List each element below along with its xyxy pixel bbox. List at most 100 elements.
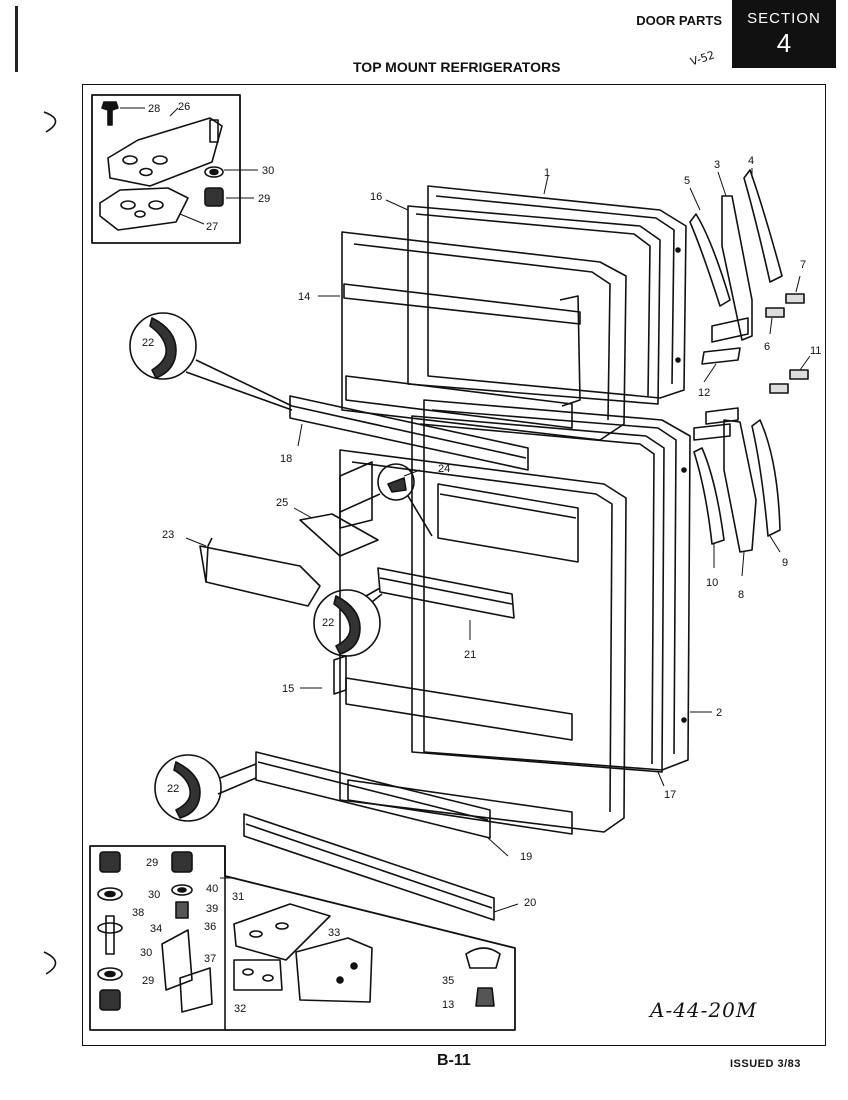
bottom-hinge-inset [89, 845, 516, 1031]
callout-26: 26 [178, 101, 190, 113]
fresh-food-shelf-trim [255, 751, 491, 839]
bushing-icon [204, 187, 224, 207]
section-number: 4 [776, 28, 792, 58]
callout-34: 34 [150, 923, 162, 935]
callout-29-lower-left: 29 [142, 975, 154, 987]
bottom-trim-strip [243, 813, 495, 921]
center-hinge-lower [179, 967, 213, 1013]
callout-3: 3 [714, 159, 720, 171]
bushing-icon [99, 989, 121, 1011]
leader-lines [185, 168, 811, 913]
fresh-handle-mid [723, 419, 757, 553]
section-box: SECTION 4 [732, 0, 836, 68]
freezer-handle-right [743, 169, 783, 283]
fresh-food-door-outer [423, 399, 691, 771]
upper-door-bin [437, 483, 579, 563]
callout-30-upper-left: 30 [148, 889, 160, 901]
callout-1: 1 [544, 167, 550, 179]
freezer-door-liner [341, 231, 627, 441]
issued-date: ISSUED 3/83 [730, 1058, 801, 1070]
callout-17: 17 [664, 789, 676, 801]
top-hinge-inset [91, 94, 258, 244]
callout-6: 6 [764, 341, 770, 353]
callout-12: 12 [698, 387, 710, 399]
bushing-icon [171, 851, 193, 873]
callout-23: 23 [162, 529, 174, 541]
binder-mark-top [43, 111, 57, 133]
callout-35: 35 [442, 975, 454, 987]
leveling-leg-icon [465, 947, 501, 969]
callout-20: 20 [524, 897, 536, 909]
detail-circle-upper [129, 312, 293, 411]
callout-24: 24 [438, 463, 450, 475]
bushing-icon [99, 851, 121, 873]
callout-39: 39 [206, 903, 218, 915]
callout-14: 14 [298, 291, 310, 303]
freezer-door-outer [427, 185, 687, 399]
bottom-hinge-shim [233, 959, 283, 991]
callout-22-middle: 22 [322, 617, 334, 629]
dairy-shelf-rail [377, 567, 515, 619]
butter-cover [299, 513, 379, 557]
freezer-handle-mid [721, 195, 753, 341]
callout-18: 18 [280, 453, 292, 465]
callout-29-top: 29 [258, 193, 270, 205]
callout-22-upper: 22 [142, 337, 154, 349]
freezer-bottom-trim [289, 395, 529, 471]
top-hinge-plate [107, 117, 223, 187]
callout-7: 7 [800, 259, 806, 271]
header-right: DOOR PARTS SECTION 4 [636, 0, 836, 68]
callout-32: 32 [234, 1003, 246, 1015]
callout-31: 31 [232, 891, 244, 903]
page-edge-mark [15, 6, 18, 72]
callout-36: 36 [204, 921, 216, 933]
top-hinge-shim [99, 187, 189, 231]
lower-shelf-rail [345, 677, 573, 741]
callout-25: 25 [276, 497, 288, 509]
callout-4: 4 [748, 155, 754, 167]
fresh-handle-right [751, 419, 781, 537]
callout-11: 11 [810, 345, 821, 357]
callout-37: 37 [204, 953, 216, 965]
callout-22-lower: 22 [167, 783, 179, 795]
fresh-handle-left [693, 447, 725, 545]
callout-38: 38 [132, 907, 144, 919]
callout-15: 15 [282, 683, 294, 695]
callout-30-top: 30 [262, 165, 274, 177]
callout-19: 19 [520, 851, 532, 863]
hinge-pin-shaft [105, 915, 115, 955]
detail-circle-middle [313, 587, 383, 657]
binder-mark-bottom [43, 951, 57, 975]
callout-29-upper-left: 29 [146, 857, 158, 869]
hinge-screw-icon [101, 101, 119, 126]
category-title: DOOR PARTS [636, 13, 722, 28]
screw-icon [475, 987, 495, 1007]
detail-circle-lower [154, 754, 257, 822]
callout-27: 27 [206, 221, 218, 233]
callout-28: 28 [148, 103, 160, 115]
freezer-handle-left [689, 213, 731, 307]
callout-10: 10 [706, 577, 718, 589]
callout-8: 8 [738, 589, 744, 601]
center-hinge-bracket [161, 929, 193, 991]
diagram-frame [82, 84, 826, 1046]
callout-16: 16 [370, 191, 382, 203]
washer-icon [204, 166, 224, 178]
fresh-food-gasket [411, 415, 665, 773]
callout-5: 5 [684, 175, 690, 187]
callout-labels: 1 2 3 4 5 6 7 8 9 10 11 12 13 14 15 16 1… [132, 101, 821, 1015]
model-number: A-44-20M [650, 998, 758, 1022]
callout-2: 2 [716, 707, 722, 719]
right-hinge-parts [689, 169, 809, 553]
hinge-pin-icon [175, 901, 189, 919]
callout-9: 9 [782, 557, 788, 569]
bottom-hinge-plate [233, 903, 331, 961]
callout-21: 21 [464, 649, 476, 661]
butter-compartment [199, 545, 321, 607]
freezer-shelf-rail [343, 283, 581, 325]
callout-40: 40 [206, 883, 218, 895]
page-number: B-11 [437, 1052, 471, 1069]
freezer-gasket [407, 205, 661, 405]
mounting-bracket [295, 937, 373, 1003]
